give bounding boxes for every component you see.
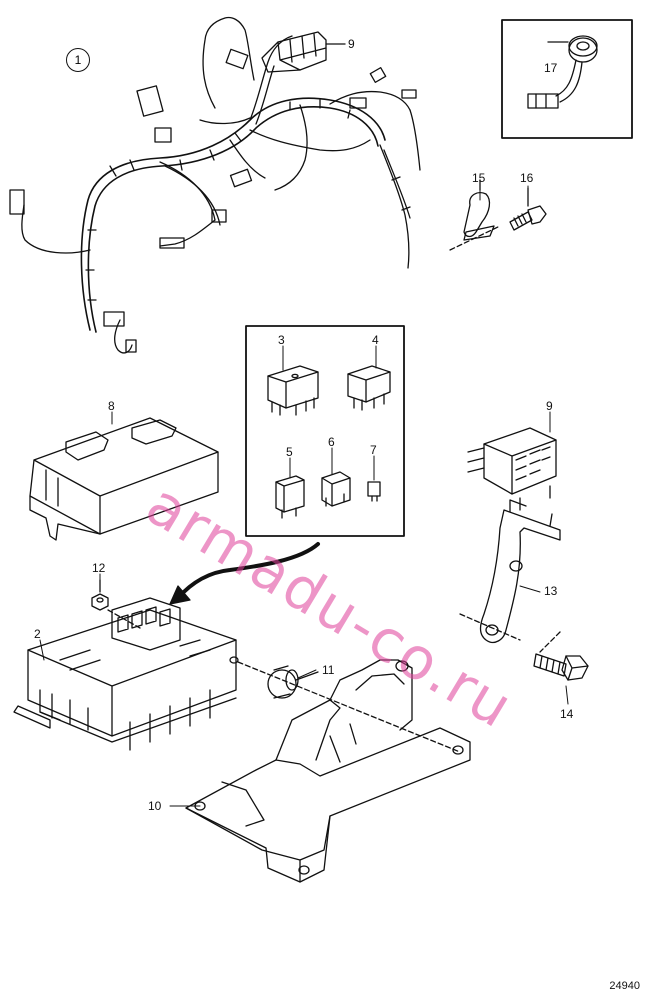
bracket-13 [459,499,561,644]
callout-10: 10 [148,799,162,813]
callout-4: 4 [372,333,379,347]
callout-2: 2 [34,627,41,641]
wiring-harness [9,16,421,354]
callout-7: 7 [370,443,377,457]
callout-5: 5 [286,445,293,459]
callout-16: 16 [520,171,534,185]
fuse-box-base [13,597,239,751]
insert-arrow [176,542,320,600]
callout-15: 15 [472,171,486,185]
fuse-box-cover [29,417,219,541]
callout-13: 13 [544,584,558,598]
callout-9-right: 9 [546,399,553,413]
callout-6: 6 [328,435,335,449]
leader-lines [39,41,569,807]
relay-inset-box [245,325,405,537]
insert-arrowhead [169,585,191,605]
callout-1: 1 [66,48,90,72]
callout-9-top: 9 [348,37,355,51]
callout-17: 17 [544,61,558,75]
callout-3: 3 [278,333,285,347]
connector-9 [467,427,557,511]
callout-8: 8 [108,399,115,413]
inset-box-17 [501,19,633,139]
callout-11: 11 [322,663,335,677]
callout-14: 14 [560,707,574,721]
rubber-mount-11 [237,661,461,753]
callout-12: 12 [92,561,106,575]
figure-number: 24940 [609,980,640,992]
clip-15 [449,179,501,251]
bolt-14 [533,631,589,681]
mounting-bracket-10 [185,659,471,883]
